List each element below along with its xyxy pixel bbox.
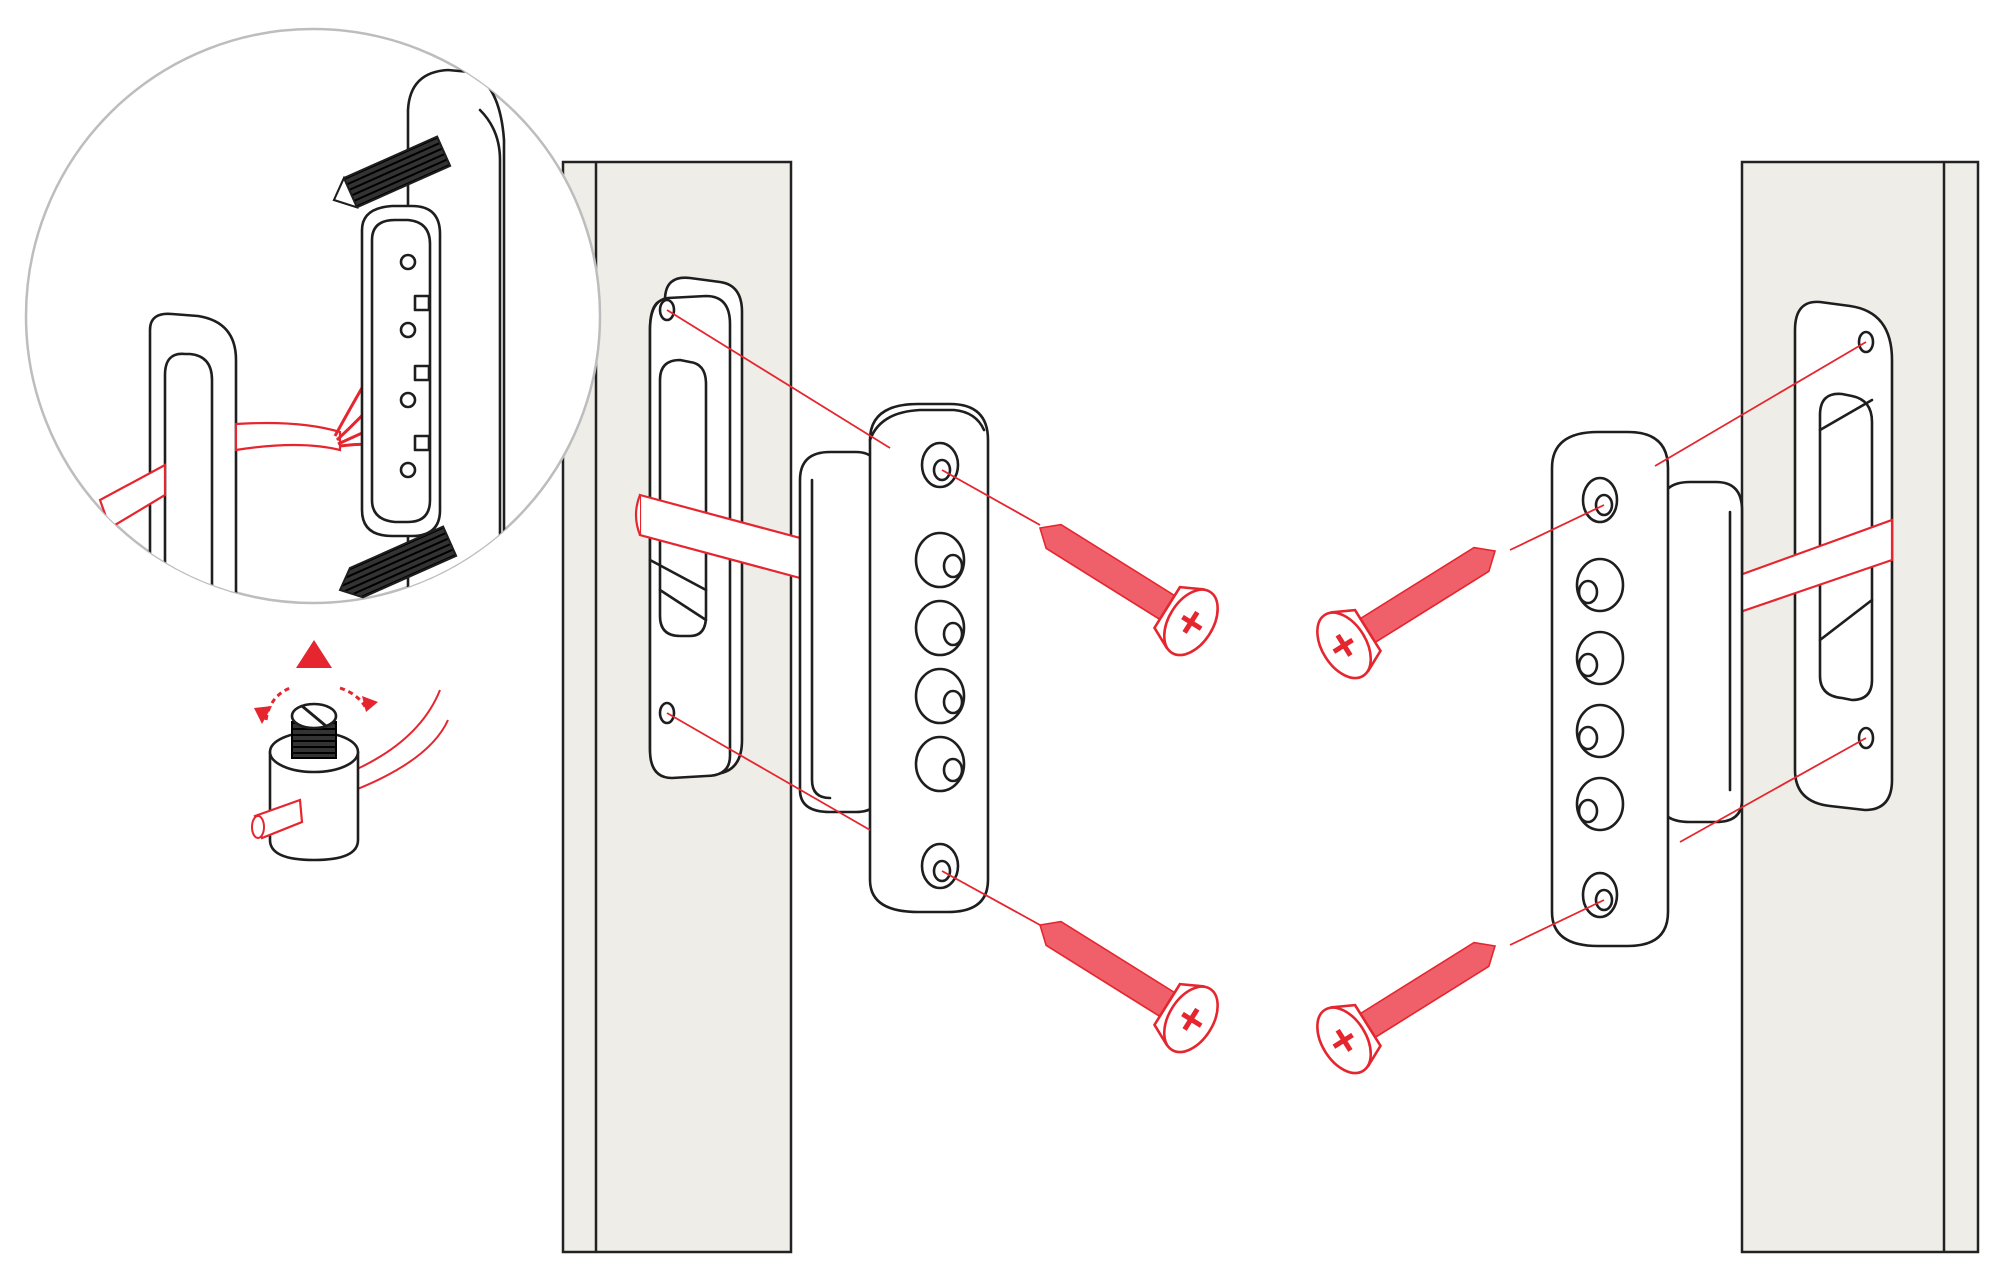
terminal-screw-icon xyxy=(251,689,449,862)
right-top-screw xyxy=(1316,546,1497,680)
rotate-arrows-icon xyxy=(254,686,378,724)
magnifier-detail-icon xyxy=(24,27,602,605)
right-bottom-screw xyxy=(1316,941,1497,1075)
right-contact-block xyxy=(1550,430,1744,948)
left-contact-block xyxy=(798,402,990,914)
left-top-screw xyxy=(1038,523,1219,657)
left-guide-lines xyxy=(666,309,1041,926)
right-guide-lines xyxy=(1509,341,1867,946)
up-arrow-icon xyxy=(296,640,332,668)
left-bottom-screw xyxy=(1038,920,1219,1054)
